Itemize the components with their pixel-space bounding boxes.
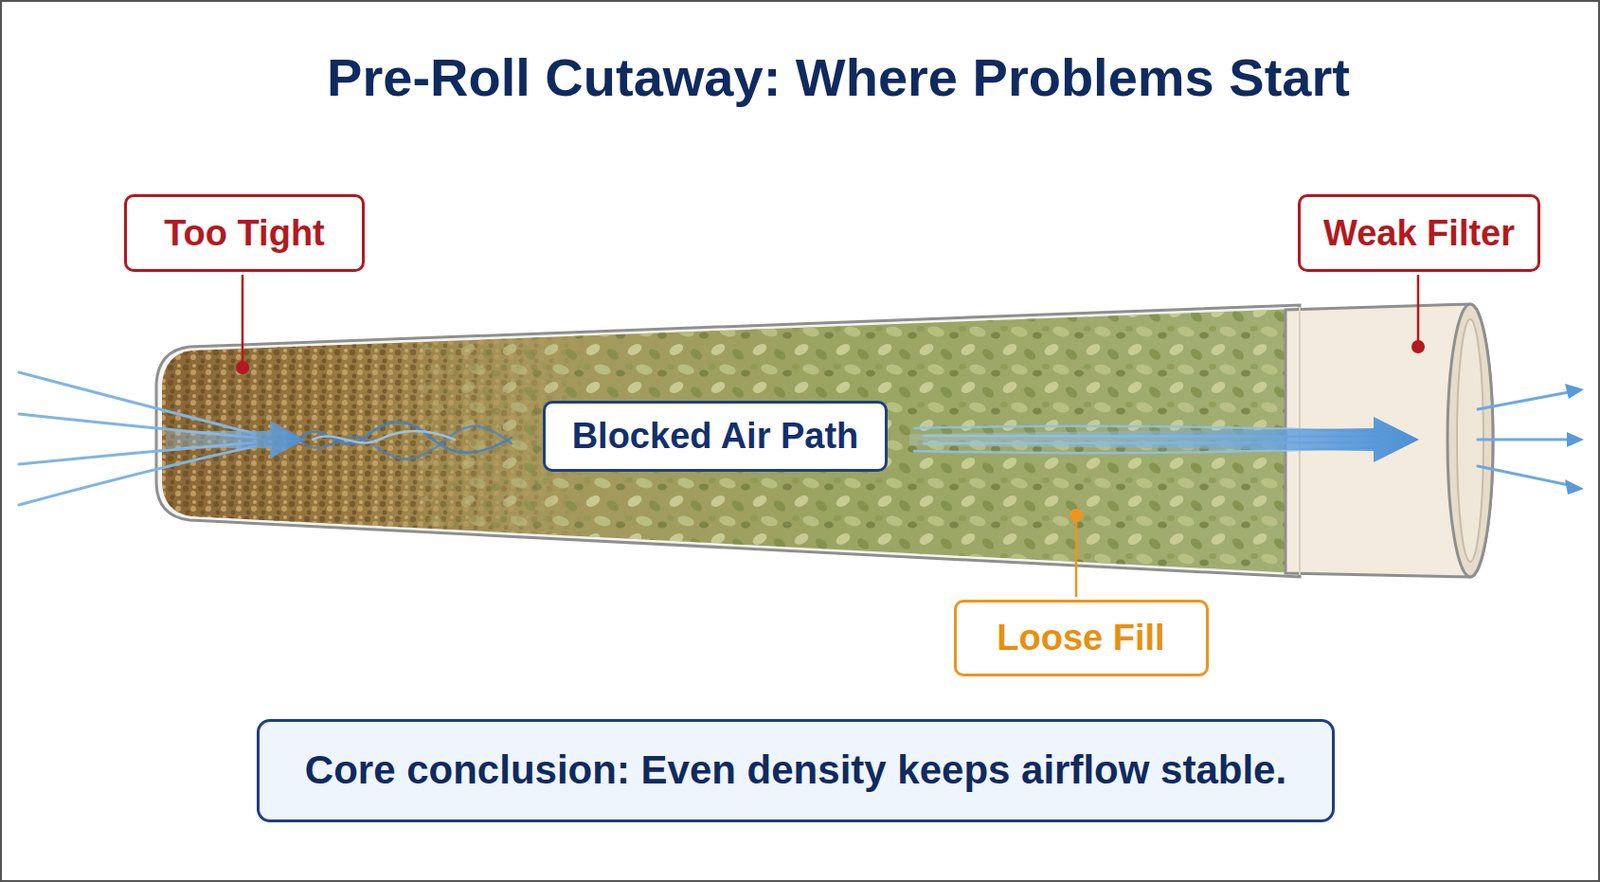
callout-label: Weak Filter <box>1323 213 1515 254</box>
callout-label: Loose Fill <box>996 617 1165 659</box>
callout-label: Blocked Air Path <box>572 415 860 457</box>
callout-box: Loose Fill <box>953 599 1209 677</box>
caption-box: Core conclusion: Even density keeps airf… <box>256 719 1335 823</box>
title: Pre-Roll Cutaway: Where Problems Start <box>326 46 1350 108</box>
callout-label: Too Tight <box>163 213 325 254</box>
callout-box: Weak Filter <box>1297 194 1541 272</box>
caption: Core conclusion: Even density keeps airf… <box>305 747 1287 793</box>
callout-box: Too Tight <box>124 194 365 272</box>
callout-box: Blocked Air Path <box>542 400 888 472</box>
